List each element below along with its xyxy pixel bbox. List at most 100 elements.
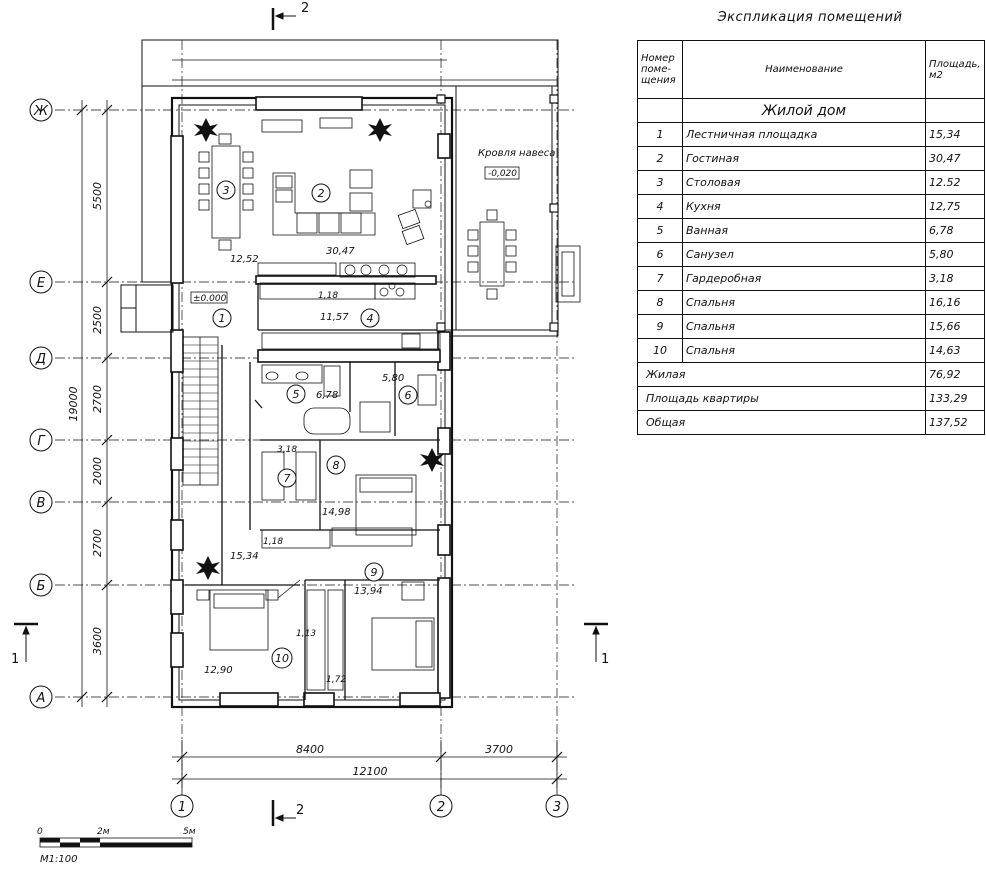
horizontal-dimension-labels: 8400 3700 12100 (296, 743, 513, 778)
room-marker-2: 2 (311, 183, 331, 203)
svg-text:0: 0 (37, 827, 43, 837)
svg-text:3700: 3700 (485, 743, 513, 756)
row-axis-markers: Ж Е Д Г В Б А (29, 98, 53, 709)
svg-text:Ж: Ж (33, 104, 49, 119)
room-marker-3: 3 (216, 180, 236, 200)
area-label-7: 3,18 (277, 445, 297, 455)
area-label-3: 12,52 (230, 254, 259, 265)
svg-text:19000: 19000 (67, 387, 80, 422)
entrance-steps (120, 284, 174, 333)
svg-text:4: 4 (367, 312, 374, 325)
axis-marker-a: А (29, 685, 53, 709)
room-marker-4: 4 (360, 308, 380, 328)
area-label-10: 12,90 (204, 665, 233, 676)
svg-text:2: 2 (437, 800, 445, 815)
column-axis-markers: 1 2 3 (170, 794, 569, 818)
svg-text:2000: 2000 (91, 457, 104, 485)
svg-text:5м: 5м (183, 827, 196, 837)
staircase (182, 336, 219, 486)
area-label-8: 14,98 (322, 507, 351, 518)
explication-table: Номер поме-щения Наименование Площадь, м… (637, 40, 985, 435)
room-marker-7: 7 (277, 468, 297, 488)
room-marker-6: 6 (398, 385, 418, 405)
vertical-dimension-chain (76, 100, 113, 707)
svg-text:9: 9 (371, 566, 378, 579)
svg-text:8400: 8400 (296, 743, 324, 756)
svg-text:2м: 2м (97, 827, 110, 837)
closet-area-b: 1,18 (263, 537, 283, 547)
canopy-posts (436, 94, 559, 332)
svg-text:Е: Е (37, 276, 46, 291)
canopy-level: -0,020 (488, 169, 517, 179)
svg-text:1: 1 (178, 800, 186, 815)
svg-text:Д: Д (35, 352, 46, 367)
canopy-title: Кровля навеса (478, 148, 555, 159)
furniture (196, 117, 581, 691)
room-area-labels: 15,34 30,47 12,52 11,57 6,78 5,80 3,18 1… (204, 246, 404, 685)
axis-marker-v: В (29, 490, 53, 514)
svg-text:12100: 12100 (353, 765, 388, 778)
svg-text:Б: Б (37, 579, 46, 594)
area-label-5: 6,78 (316, 390, 338, 401)
svg-text:3: 3 (553, 800, 561, 815)
axis-marker-d: Д (29, 346, 53, 370)
svg-text:1: 1 (11, 652, 19, 667)
axis-marker-zh: Ж (29, 98, 53, 122)
svg-text:2: 2 (296, 803, 304, 818)
svg-text:6: 6 (405, 389, 412, 402)
svg-text:2700: 2700 (91, 529, 104, 557)
explication-title: Экспликация помещений (717, 10, 903, 25)
area-label-1: 15,34 (230, 551, 259, 562)
room-marker-1: 1 (212, 308, 232, 328)
svg-text:8: 8 (333, 459, 340, 472)
svg-text:7: 7 (284, 472, 291, 485)
plants (194, 118, 444, 580)
area-label-9: 13,94 (354, 586, 383, 597)
dining-table (198, 133, 254, 251)
axis-marker-g: Г (29, 428, 53, 452)
section-mark-labels: 2 2 1 1 (11, 1, 609, 818)
header-number: Номер поме-щения (637, 40, 683, 99)
svg-text:2: 2 (318, 187, 325, 200)
axis-marker-1: 1 (170, 794, 194, 818)
area-label-6: 5,80 (382, 373, 404, 384)
scale-bar: 0 2м 5м М1:100 (37, 827, 196, 865)
svg-text:5: 5 (293, 388, 300, 401)
floor-plan: Ж Е Д Г В Б А 1 2 3 5500 2500 2700 2000 (11, 1, 609, 865)
area-label-4: 11,57 (320, 312, 349, 323)
closet-area-a: 1,18 (318, 291, 338, 301)
vertical-dimension-labels: 5500 2500 2700 2000 2700 3600 19000 (67, 182, 104, 655)
svg-text:5500: 5500 (91, 182, 104, 210)
room-marker-5: 5 (286, 384, 306, 404)
svg-text:2500: 2500 (91, 306, 104, 334)
svg-text:М1:100: М1:100 (40, 854, 77, 865)
room-marker-8: 8 (326, 455, 346, 475)
level-marks: ±0.000 Кровля навеса -0,020 (190, 148, 555, 304)
svg-text:2700: 2700 (91, 385, 104, 413)
room-markers: 1 2 3 4 5 6 7 8 9 10 (212, 180, 418, 669)
svg-text:Г: Г (37, 434, 46, 449)
explication-section-row: Жилой дом (637, 98, 985, 123)
axis-marker-e: Е (29, 270, 53, 294)
svg-text:А: А (36, 691, 46, 706)
header-name: Наименование (682, 40, 926, 99)
axis-marker-3: 3 (545, 794, 569, 818)
room-marker-10: 10 (271, 647, 293, 669)
interior-walls (185, 283, 440, 700)
svg-text:1: 1 (601, 652, 609, 667)
svg-text:3: 3 (223, 184, 230, 197)
section-marks (14, 8, 608, 826)
